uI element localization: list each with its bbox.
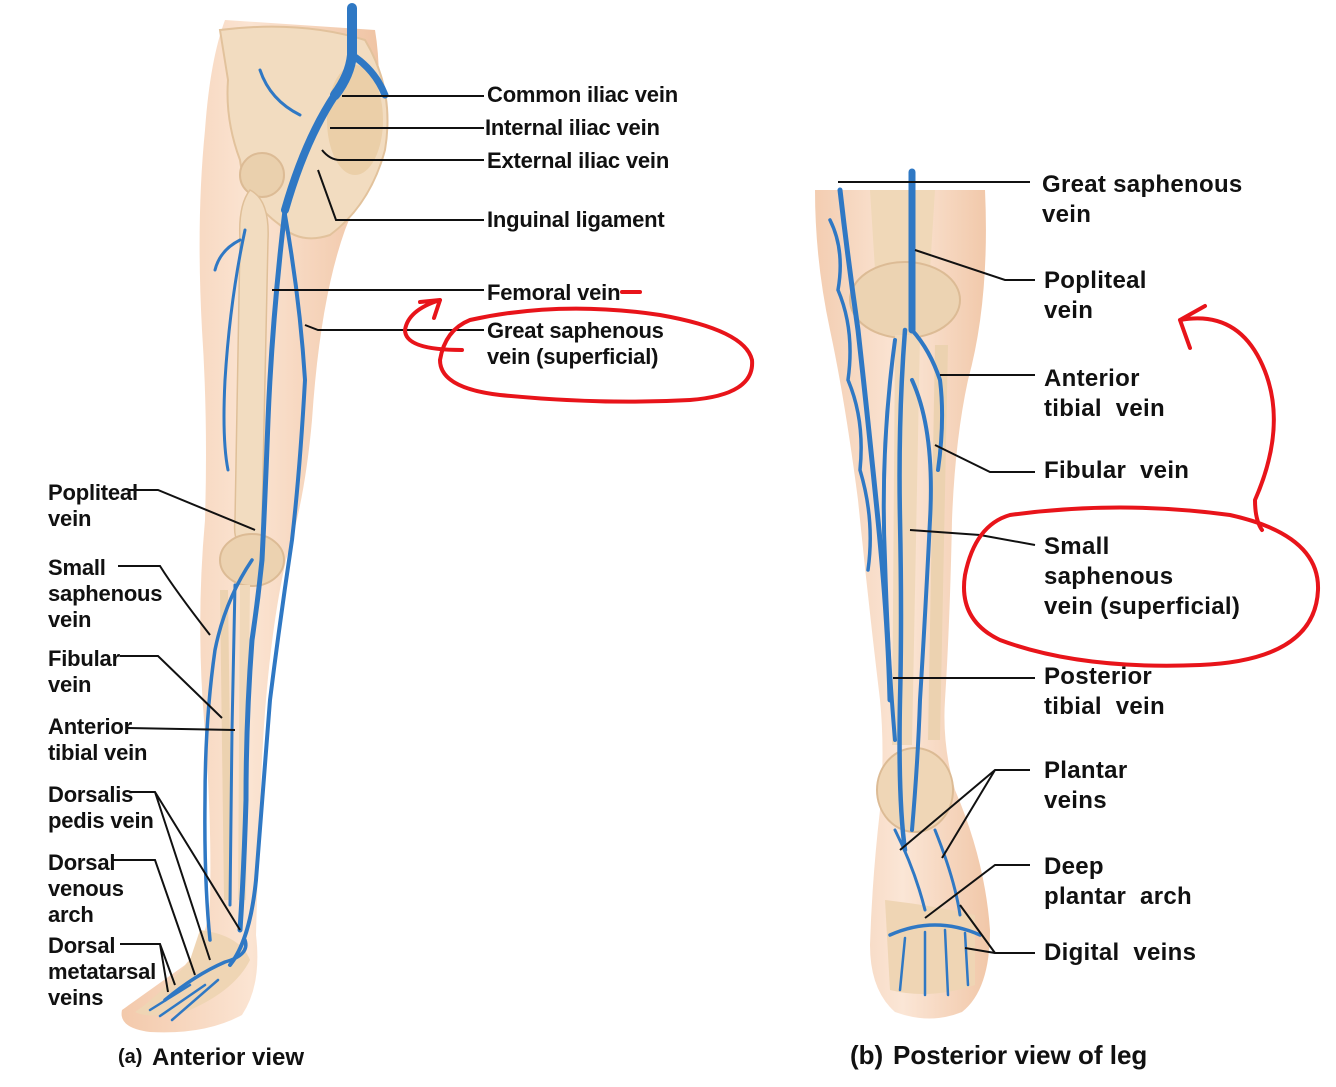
- label-great-saphenous-vein-a: Great saphenous vein (superficial): [487, 318, 664, 369]
- red-arrow-a: [403, 298, 464, 352]
- posterior-fibula-bone: [928, 345, 948, 740]
- label-fibular-vein-a: Fibular vein: [48, 646, 120, 697]
- dorsal-venous-arch: [163, 938, 248, 1002]
- leader-digital-b: [959, 904, 1035, 954]
- leader-dorsalis-pedis: [130, 791, 241, 961]
- label-deep-plantar-arch: Deep plantar arch: [1044, 853, 1192, 910]
- label-popliteal-vein-b: Popliteal vein: [1044, 267, 1147, 324]
- leader-deep-plantar-arch-b: [924, 864, 1030, 919]
- femoral-vein: [237, 207, 288, 933]
- label-plantar-veins: Plantar veins: [1044, 757, 1128, 814]
- femur-lower-bone: [870, 190, 935, 270]
- leader-small-saphenous-a: [118, 565, 211, 636]
- posterior-anterior-tibial-vein: [910, 328, 945, 472]
- label-femoral-vein: Femoral vein: [487, 280, 621, 305]
- label-dorsalis-pedis-vein: Dorsalis pedis vein: [48, 782, 154, 833]
- external-iliac-vein: [281, 91, 339, 214]
- label-fibular-vein-b: Fibular vein: [1044, 457, 1190, 484]
- label-anterior-tibial-vein-a: Anterior tibial vein: [48, 714, 148, 765]
- small-saphenous-vein: [203, 558, 254, 942]
- label-digital-veins: Digital veins: [1044, 939, 1197, 966]
- posterior-fibular-vein: [910, 378, 933, 832]
- leader-dorsal-metatarsal: [120, 943, 176, 993]
- leader-great-saphenous-a: [304, 324, 484, 331]
- leader-popliteal-b: [914, 249, 1035, 281]
- label-common-iliac-vein: Common iliac vein: [487, 82, 678, 107]
- great-saphenous-vein: [228, 213, 308, 967]
- superficial-tortuous-vein: [828, 218, 872, 572]
- caption-b: Posterior view of leg: [893, 1040, 1148, 1070]
- label-anterior-tibial-vein-b: Anterior tibial vein: [1044, 365, 1165, 422]
- label-dorsal-metatarsal-veins: Dorsal metatarsal veins: [48, 933, 157, 1010]
- leader-external-iliac: [321, 149, 484, 161]
- branch-vein-1: [222, 228, 247, 472]
- hip-joint: [239, 152, 285, 198]
- digital-veins: [898, 928, 970, 997]
- label-small-saphenous-vein-b: Small saphenous vein (superficial): [1044, 533, 1241, 620]
- leader-fibular-a: [120, 655, 223, 719]
- posterior-veins: [828, 168, 982, 997]
- posterior-foot-bones: [885, 900, 975, 994]
- label-dorsal-venous-arch: Dorsal venous arch: [48, 850, 124, 927]
- label-inguinal-ligament: Inguinal ligament: [487, 207, 665, 232]
- foot-bones: [135, 930, 250, 1016]
- leader-anterior-tibial-a: [127, 727, 236, 731]
- label-popliteal-vein-a: Popliteal vein: [48, 480, 138, 531]
- leader-inguinal: [317, 169, 484, 221]
- red-circle-b: [962, 505, 1321, 668]
- iliac-branch: [258, 68, 302, 117]
- caption-a: Anterior view: [152, 1044, 305, 1071]
- dorsal-metatarsal-veins: [148, 978, 220, 1022]
- branch-vein-2: [213, 238, 242, 272]
- leader-lines: [112, 95, 1036, 993]
- plantar-veins: [893, 828, 962, 917]
- posterior-knee-joint: [849, 261, 961, 339]
- label-internal-iliac-vein: Internal iliac vein: [485, 115, 660, 140]
- fibula-bone: [220, 590, 232, 900]
- red-annotations: [403, 290, 1321, 668]
- deep-plantar-arch: [888, 923, 982, 937]
- caption-b-prefix: (b): [850, 1040, 884, 1070]
- leader-fibular-b: [934, 444, 1035, 473]
- red-arrow-b: [1178, 304, 1276, 532]
- label-great-saphenous-vein-b: Great saphenous vein: [1042, 171, 1243, 228]
- leader-dorsal-venous-arch: [112, 859, 196, 976]
- label-posterior-tibial-vein-b: Posterior tibial vein: [1044, 663, 1165, 720]
- leader-plantar-b: [899, 769, 1030, 859]
- internal-iliac-vein: [348, 51, 389, 99]
- posterior-tibial-vein: [881, 338, 897, 742]
- leader-popliteal-a: [128, 489, 256, 531]
- label-external-iliac-vein: External iliac vein: [487, 148, 670, 173]
- posterior-small-saphenous-vein: [897, 327, 908, 853]
- red-circle-a: [438, 306, 755, 404]
- label-small-saphenous-vein-a: Small saphenous vein: [48, 555, 163, 632]
- caption-a-prefix: (a): [118, 1046, 143, 1068]
- anterior-leg: [121, 3, 389, 1033]
